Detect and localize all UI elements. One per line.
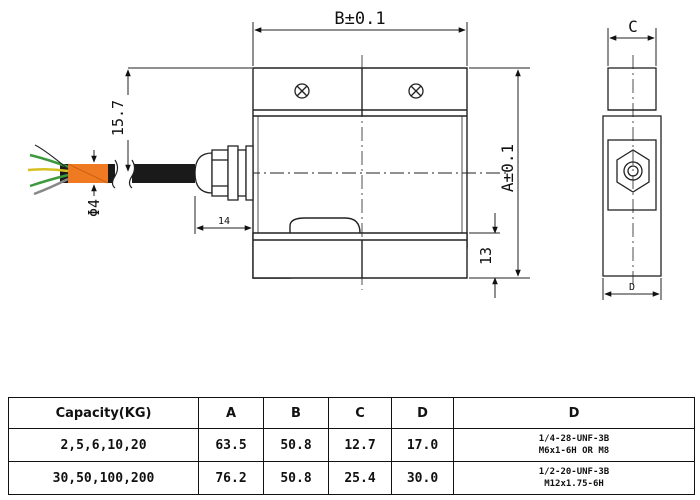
thread-line-1: 1/4-28-UNF-3B [538, 434, 610, 444]
dim-gland-length-label: 14 [218, 216, 230, 227]
dim-b [252, 22, 468, 66]
header-capacity: Capacity(KG) [8, 397, 199, 429]
dim-slot-label: 13 [477, 247, 495, 265]
side-view [602, 67, 662, 277]
cable-wires [27, 144, 69, 196]
cell-capacity: 2,5,6,10,20 [8, 428, 199, 462]
cell-d: 30.0 [391, 461, 454, 495]
cell-b: 50.8 [263, 428, 329, 462]
header-d: D [391, 397, 454, 429]
cable-gland [194, 145, 254, 201]
dim-cable-offset-label: 15.7 [109, 100, 127, 136]
cell-c: 25.4 [328, 461, 392, 495]
dim-d-label: D [629, 282, 635, 293]
cable [60, 159, 195, 189]
dim-cable-dia-label: Φ4 [85, 199, 103, 217]
dim-cable-offset [125, 67, 252, 172]
cell-c: 12.7 [328, 428, 392, 462]
table-row: 2,5,6,10,20 63.5 50.8 12.7 17.0 1/4-28-U… [8, 428, 695, 462]
technical-drawing: B±0.1 A±0.1 13 15.7 Φ4 14 [27, 9, 662, 300]
table-row: 30,50,100,200 76.2 50.8 25.4 30.0 1/2-20… [8, 461, 695, 495]
bottom-block [252, 232, 468, 279]
screw-icon [294, 83, 310, 99]
header-a: A [198, 397, 264, 429]
cell-thread: 1/4-28-UNF-3B M6x1-6H OR M8 [453, 428, 695, 462]
cell-a: 76.2 [198, 461, 264, 495]
cell-d: 17.0 [391, 428, 454, 462]
dim-gland-length [194, 196, 252, 234]
header-c: C [328, 397, 392, 429]
dim-slot [469, 213, 500, 298]
dim-b-label: B±0.1 [334, 9, 385, 29]
cell-thread: 1/2-20-UNF-3B M12x1.75-6H [453, 461, 695, 495]
header-b: B [263, 397, 329, 429]
dim-d [602, 278, 662, 300]
cell-b: 50.8 [263, 461, 329, 495]
dim-c-label: C [628, 17, 638, 36]
cell-a: 63.5 [198, 428, 264, 462]
dim-a-label: A±0.1 [498, 144, 517, 192]
header-thread: D [453, 397, 695, 429]
table-header-row: Capacity(KG) A B C D D [8, 397, 695, 429]
spec-table: Capacity(KG) A B C D D 2,5,6,10,20 63.5 … [8, 397, 695, 495]
thread-line-2: M12x1.75-6H [544, 479, 604, 489]
dim-a [469, 67, 530, 279]
thread-line-1: 1/2-20-UNF-3B [538, 467, 610, 477]
cell-capacity: 30,50,100,200 [8, 461, 199, 495]
dim-c [607, 28, 657, 66]
thread-line-2: M6x1-6H OR M8 [538, 446, 610, 456]
screw-icon [408, 83, 424, 99]
